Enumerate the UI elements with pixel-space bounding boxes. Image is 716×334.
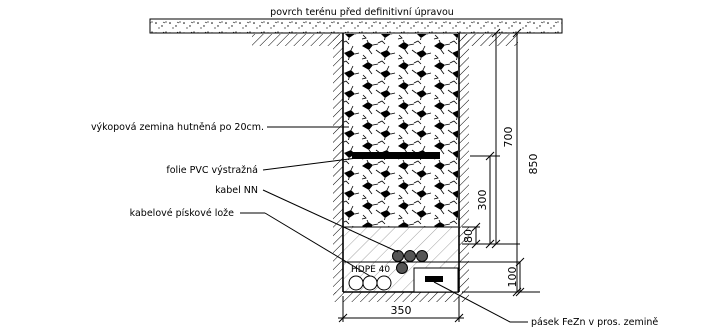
cable-1 xyxy=(392,250,404,262)
hdpe-pipes xyxy=(348,275,392,291)
dim-80: 80 xyxy=(462,229,475,243)
cable-2 xyxy=(404,250,416,262)
cable-4 xyxy=(396,262,408,274)
horizontal-dimension xyxy=(338,296,464,323)
backfill-label: výkopová zemina hutněná po 20cm. xyxy=(91,122,264,133)
backfill-zone xyxy=(344,34,458,227)
warning-foil-label: folie PVC výstražná xyxy=(166,165,258,176)
hdpe-pipe-2 xyxy=(362,275,378,291)
hdpe-pipe-1 xyxy=(348,275,364,291)
sand-bed-label: kabelové pískové lože xyxy=(130,208,234,219)
warning-foil xyxy=(352,152,440,159)
surface-label: povrch terénu před definitivní úpravou xyxy=(270,7,454,18)
cable-label: kabel NN xyxy=(215,185,258,196)
vertical-dimensions xyxy=(462,28,540,297)
ground-hatching xyxy=(252,34,518,302)
cable-3 xyxy=(416,250,428,262)
dim-100: 100 xyxy=(506,267,519,288)
leaders xyxy=(240,126,528,323)
hdpe-label: HDPE 40 xyxy=(351,265,390,275)
dim-850: 850 xyxy=(527,154,540,175)
dim-350: 350 xyxy=(391,304,412,317)
cables xyxy=(392,250,428,274)
earthing-strip-label: pásek FeZn v pros. zemině xyxy=(531,317,658,328)
surface-layer xyxy=(149,18,563,34)
dim-300: 300 xyxy=(476,190,489,211)
earthing-strip-box xyxy=(413,267,459,293)
dim-700: 700 xyxy=(502,127,515,148)
hdpe-pipe-3 xyxy=(376,275,392,291)
